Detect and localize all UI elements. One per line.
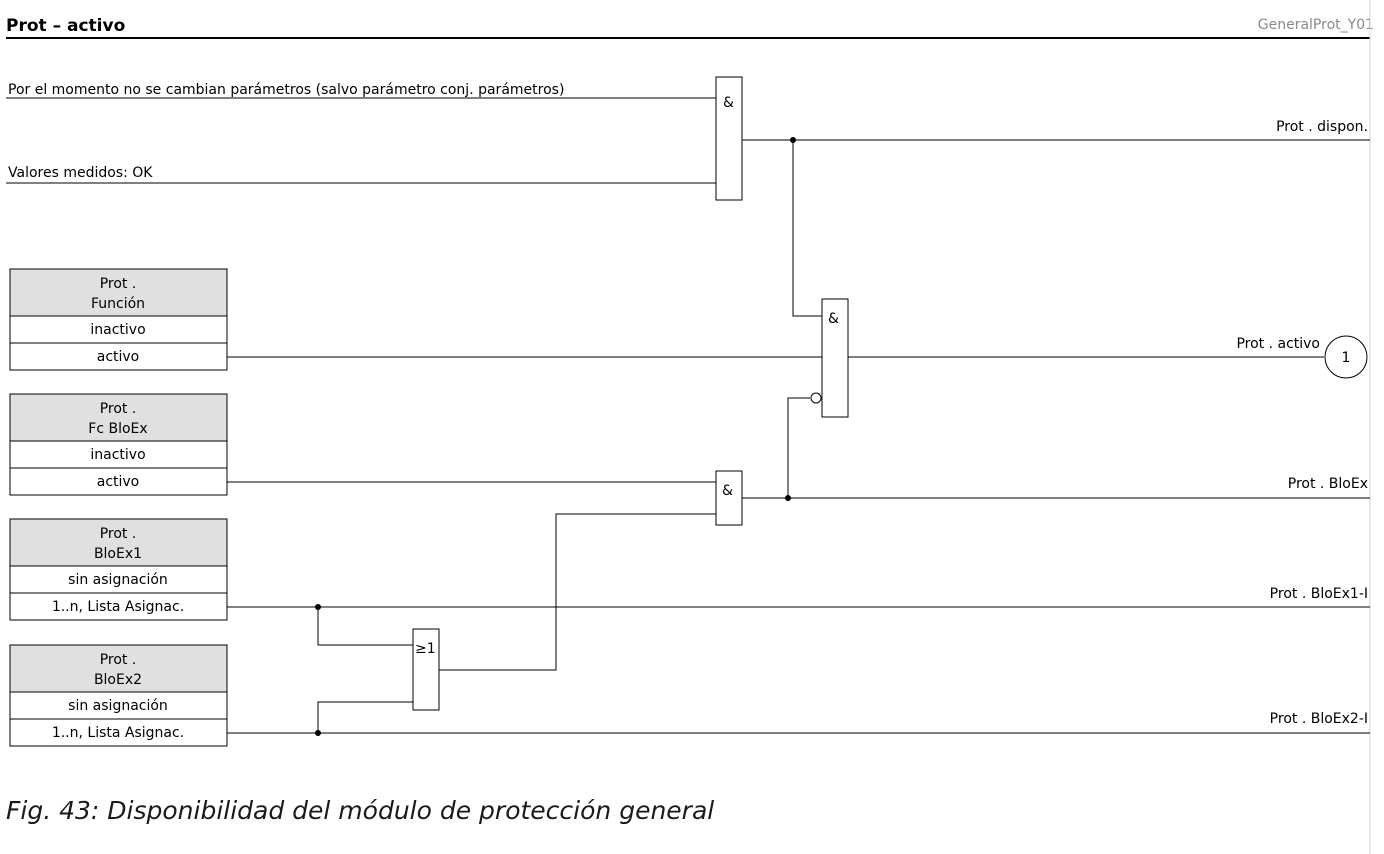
- wires: [227, 139, 1370, 734]
- output-bloex1-i: Prot . BloEx1-I: [1270, 586, 1368, 602]
- input-meas-ok: Valores medidos: OK: [8, 165, 153, 181]
- and-gate-1: &: [715, 76, 743, 201]
- box-bloex1-option-2: 1..n, Lista Asignac.: [52, 599, 184, 615]
- box-bloex2-option-1: sin asignación: [68, 698, 168, 714]
- setting-box-bloex1: Prot . BloEx1 sin asignación 1..n, Lista…: [9, 518, 228, 621]
- input-no-param-change: Por el momento no se cambian parámetros …: [8, 82, 564, 98]
- output-activo: Prot . activo: [1236, 336, 1320, 352]
- or-gate: ≥1: [412, 628, 440, 711]
- and-gate-2-symbol: &: [828, 311, 839, 327]
- or-gate-symbol: ≥1: [415, 641, 436, 657]
- output-dispon: Prot . dispon.: [1276, 119, 1368, 135]
- box-fc-bloex-title-1: Prot .: [100, 401, 137, 417]
- box-bloex2-option-2: 1..n, Lista Asignac.: [52, 725, 184, 741]
- box-funcion-title-1: Prot .: [100, 276, 137, 292]
- offpage-connector: 1: [1324, 335, 1368, 379]
- and-gate-1-symbol: &: [723, 95, 734, 111]
- box-bloex1-option-1: sin asignación: [68, 572, 168, 588]
- figure-caption: Fig. 43: Disponibilidad del módulo de pr…: [6, 796, 715, 825]
- and-gate-2: &: [810, 298, 849, 418]
- box-fc-bloex-title-2: Fc BloEx: [88, 421, 147, 437]
- inverter-bubble: [810, 392, 822, 404]
- box-funcion-option-2: activo: [97, 349, 140, 365]
- and-gate-3-symbol: &: [722, 483, 733, 499]
- box-bloex2-title-1: Prot .: [100, 652, 137, 668]
- input-signals: Por el momento no se cambian parámetros …: [6, 82, 716, 184]
- box-bloex2-title-2: BloEx2: [94, 672, 142, 688]
- diagram-id: GeneralProt_Y01: [1257, 17, 1374, 33]
- output-labels: Prot . dispon. Prot . activo Prot . BloE…: [1236, 119, 1368, 727]
- setting-box-bloex2: Prot . BloEx2 sin asignación 1..n, Lista…: [9, 644, 228, 747]
- setting-box-fc-bloex: Prot . Fc BloEx inactivo activo: [9, 393, 228, 496]
- junction-dots: [315, 137, 796, 736]
- setting-box-funcion: Prot . Función inactivo activo: [9, 268, 228, 371]
- box-funcion-title-2: Función: [91, 296, 145, 312]
- output-bloex2-i: Prot . BloEx2-I: [1270, 711, 1368, 727]
- offpage-connector-label: 1: [1342, 350, 1351, 366]
- box-bloex1-title-1: Prot .: [100, 526, 137, 542]
- box-fc-bloex-option-1: inactivo: [90, 447, 145, 463]
- diagram-title: Prot – activo: [6, 16, 126, 36]
- box-bloex1-title-2: BloEx1: [94, 546, 142, 562]
- diagram-frame: [6, 0, 1371, 854]
- output-bloex: Prot . BloEx: [1288, 476, 1368, 492]
- box-funcion-option-1: inactivo: [90, 322, 145, 338]
- and-gate-3: &: [715, 470, 743, 526]
- box-fc-bloex-option-2: activo: [97, 474, 140, 490]
